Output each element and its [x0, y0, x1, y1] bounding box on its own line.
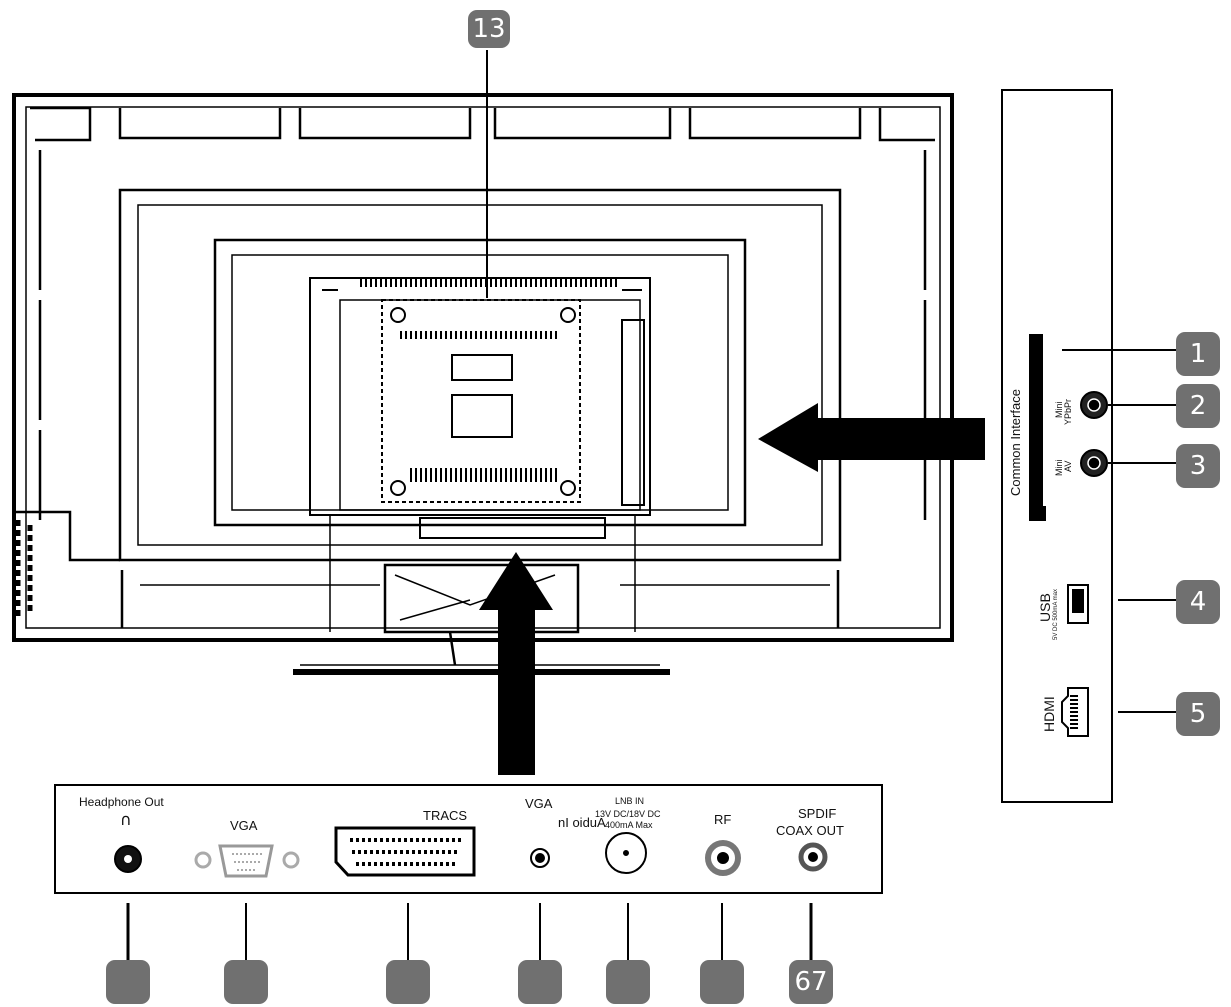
lnb-label-1: LNB IN: [615, 796, 645, 806]
headphone-icon: ∩: [120, 810, 132, 829]
callout-3: 3: [1176, 444, 1220, 488]
arrow-left: [758, 403, 985, 472]
callout-5: 5: [1176, 692, 1220, 736]
main-board: [309, 277, 651, 632]
common-interface-label: Common Interface: [1008, 389, 1023, 496]
callout-scart: [386, 960, 430, 1004]
callout-13: 13: [468, 10, 510, 48]
spdif-label: SPDIF: [798, 806, 837, 821]
arrow-up: [479, 552, 553, 775]
callout-4: 4: [1176, 580, 1220, 624]
tv-housing: [12, 93, 954, 642]
callout-lnb: [606, 960, 650, 1004]
coax-out-label: COAX OUT: [776, 823, 844, 838]
callout-spdif: 67: [789, 960, 833, 1004]
scart-label: TRACS: [423, 808, 468, 823]
vga-label: VGA: [230, 818, 258, 833]
hdmi-label: HDMI: [1041, 696, 1057, 732]
mini-ypbpr-label-2: YPbPr: [1063, 398, 1073, 425]
usb-label: USB: [1037, 593, 1053, 622]
mini-av-label-2: AV: [1063, 460, 1073, 472]
tv-stand: [293, 563, 670, 675]
callout-rf: [700, 960, 744, 1004]
callout-1: 1: [1176, 332, 1220, 376]
callout-headphone: [106, 960, 150, 1004]
headphone-out-label: Headphone Out: [79, 795, 164, 809]
usb-rating-label: 5V DC 500mA max: [1053, 588, 1059, 640]
callout-vga-audio: [518, 960, 562, 1004]
callout-vga: [224, 960, 268, 1004]
audio-in-label: nI oiduA: [558, 815, 606, 830]
rf-label: RF: [714, 812, 732, 827]
callout-2: 2: [1176, 384, 1220, 428]
lnb-label-3: 400mA Max: [605, 820, 653, 830]
bottom-connector-panel: [54, 784, 883, 960]
lnb-label-2: 13V DC/18V DC: [595, 809, 661, 819]
vga-audio-label: VGA: [525, 796, 553, 811]
side-connector-panel: [1001, 89, 1190, 803]
